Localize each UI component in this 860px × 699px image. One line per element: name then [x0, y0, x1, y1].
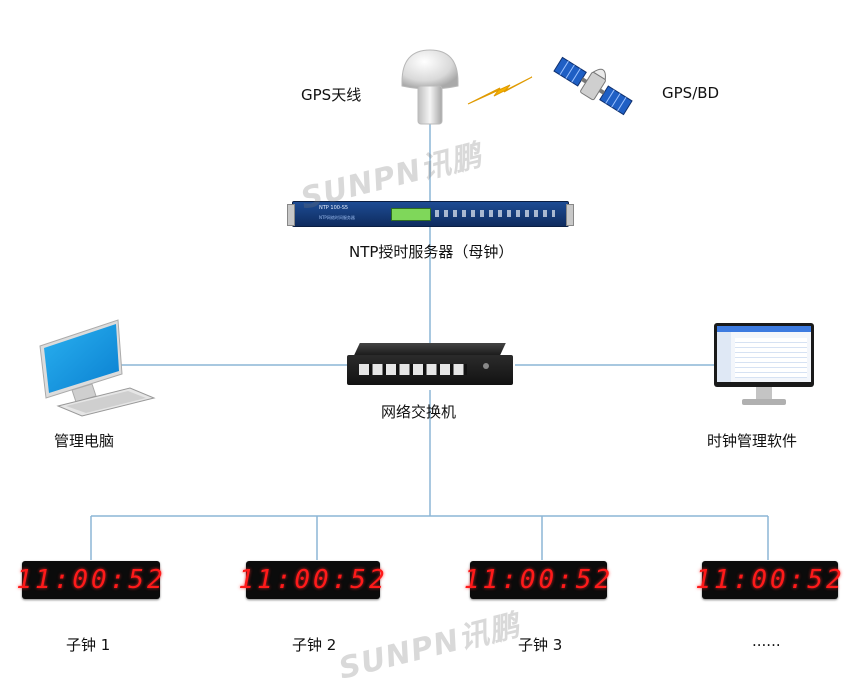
rack-ear-right — [566, 204, 574, 226]
ntp-subtitle-text: NTP网络时间服务器 — [319, 215, 355, 220]
slave-clock-2-display: 11:00:52 — [238, 561, 385, 599]
slave-clock-1-display: 11:00:52 — [16, 561, 163, 599]
gps-antenna-icon — [401, 49, 459, 125]
monitor-neck — [756, 387, 772, 399]
gps-bd-label: GPS/BD — [662, 84, 720, 102]
software-titlebar — [717, 326, 811, 332]
slave-clock-3-label: 子钟 3 — [518, 636, 563, 654]
monitor-base — [742, 399, 786, 405]
ntp-server: NTP 100-S5 NTP网络时间服务器 — [287, 201, 574, 227]
software-screen — [717, 326, 811, 382]
slave-clock-2-label: 子钟 2 — [292, 636, 337, 654]
monitor-bezel — [714, 323, 814, 387]
management-pc-label: 管理电脑 — [54, 432, 115, 450]
software-sidebar — [717, 332, 731, 382]
clock-software-label: 时钟管理软件 — [707, 432, 798, 450]
switch-front — [347, 355, 513, 385]
rack-ear-left — [287, 204, 295, 226]
network-switch — [347, 343, 513, 387]
slave-clock-1-label: 子钟 1 — [66, 636, 111, 654]
management-pc-icon — [39, 319, 156, 417]
slave-clock-4-display: 11:00:52 — [695, 561, 842, 599]
ntp-port-row — [435, 210, 555, 217]
ntp-server-label: NTP授时服务器（母钟） — [349, 243, 514, 261]
gps-antenna-label: GPS天线 — [301, 86, 362, 104]
clock-software-monitor — [714, 323, 816, 409]
switch-led — [483, 363, 489, 369]
switch-top — [354, 343, 506, 355]
ntp-lcd-display — [391, 208, 431, 221]
signal-bolt-icon — [467, 76, 533, 105]
software-table — [735, 338, 807, 378]
ntp-model-text: NTP 100-S5 — [319, 205, 349, 211]
more-clocks-label: ...... — [752, 632, 781, 650]
slave-clock-3-display: 11:00:52 — [464, 561, 610, 599]
satellite-icon — [553, 56, 633, 116]
switch-ports — [359, 364, 467, 375]
network-switch-label: 网络交换机 — [381, 403, 457, 421]
